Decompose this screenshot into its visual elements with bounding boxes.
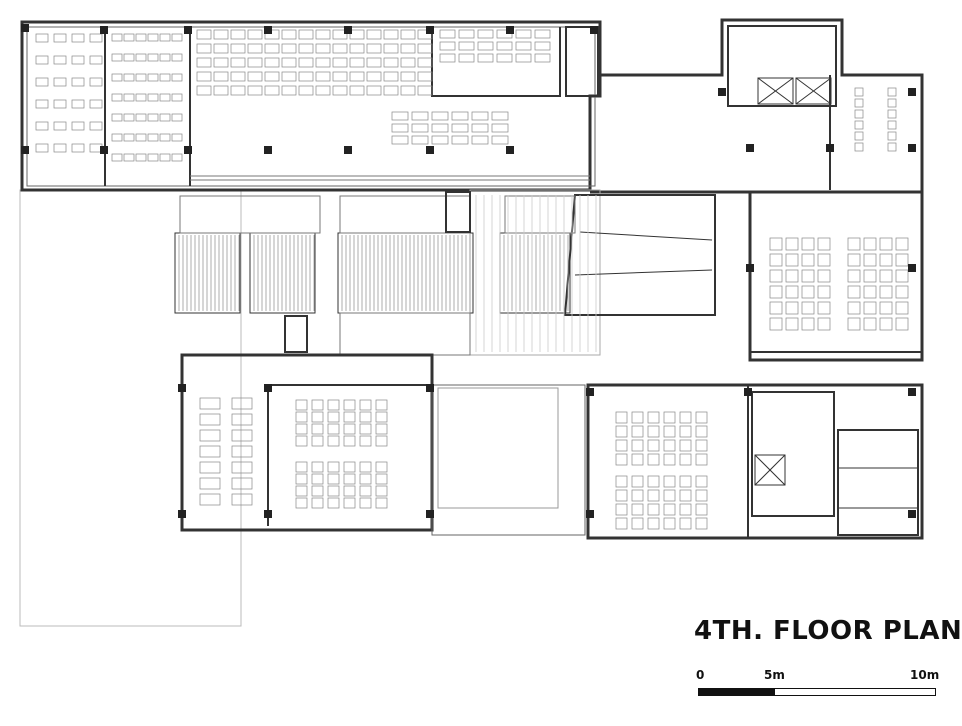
se-wing-wall	[586, 383, 924, 540]
site-outline	[19, 189, 242, 627]
atrium	[431, 384, 586, 536]
drawing-title: 4TH. FLOOR PLAN	[694, 616, 962, 646]
stair-block-4	[499, 232, 571, 314]
central-ramp	[469, 189, 601, 356]
scale-label-10m: 10m	[910, 668, 940, 682]
scale-label-5m: 5m	[764, 668, 785, 682]
scale-bar	[698, 688, 936, 698]
ne-wing-wall	[590, 18, 924, 362]
restroom	[837, 429, 919, 536]
service-core	[751, 391, 835, 517]
scale-label-0: 0	[696, 668, 705, 682]
stair-block-2	[249, 232, 316, 314]
elevator-core	[727, 25, 837, 107]
nw-wing-wall	[20, 20, 602, 192]
nw-wing-inner	[26, 26, 596, 187]
stair-block-1	[174, 232, 241, 314]
